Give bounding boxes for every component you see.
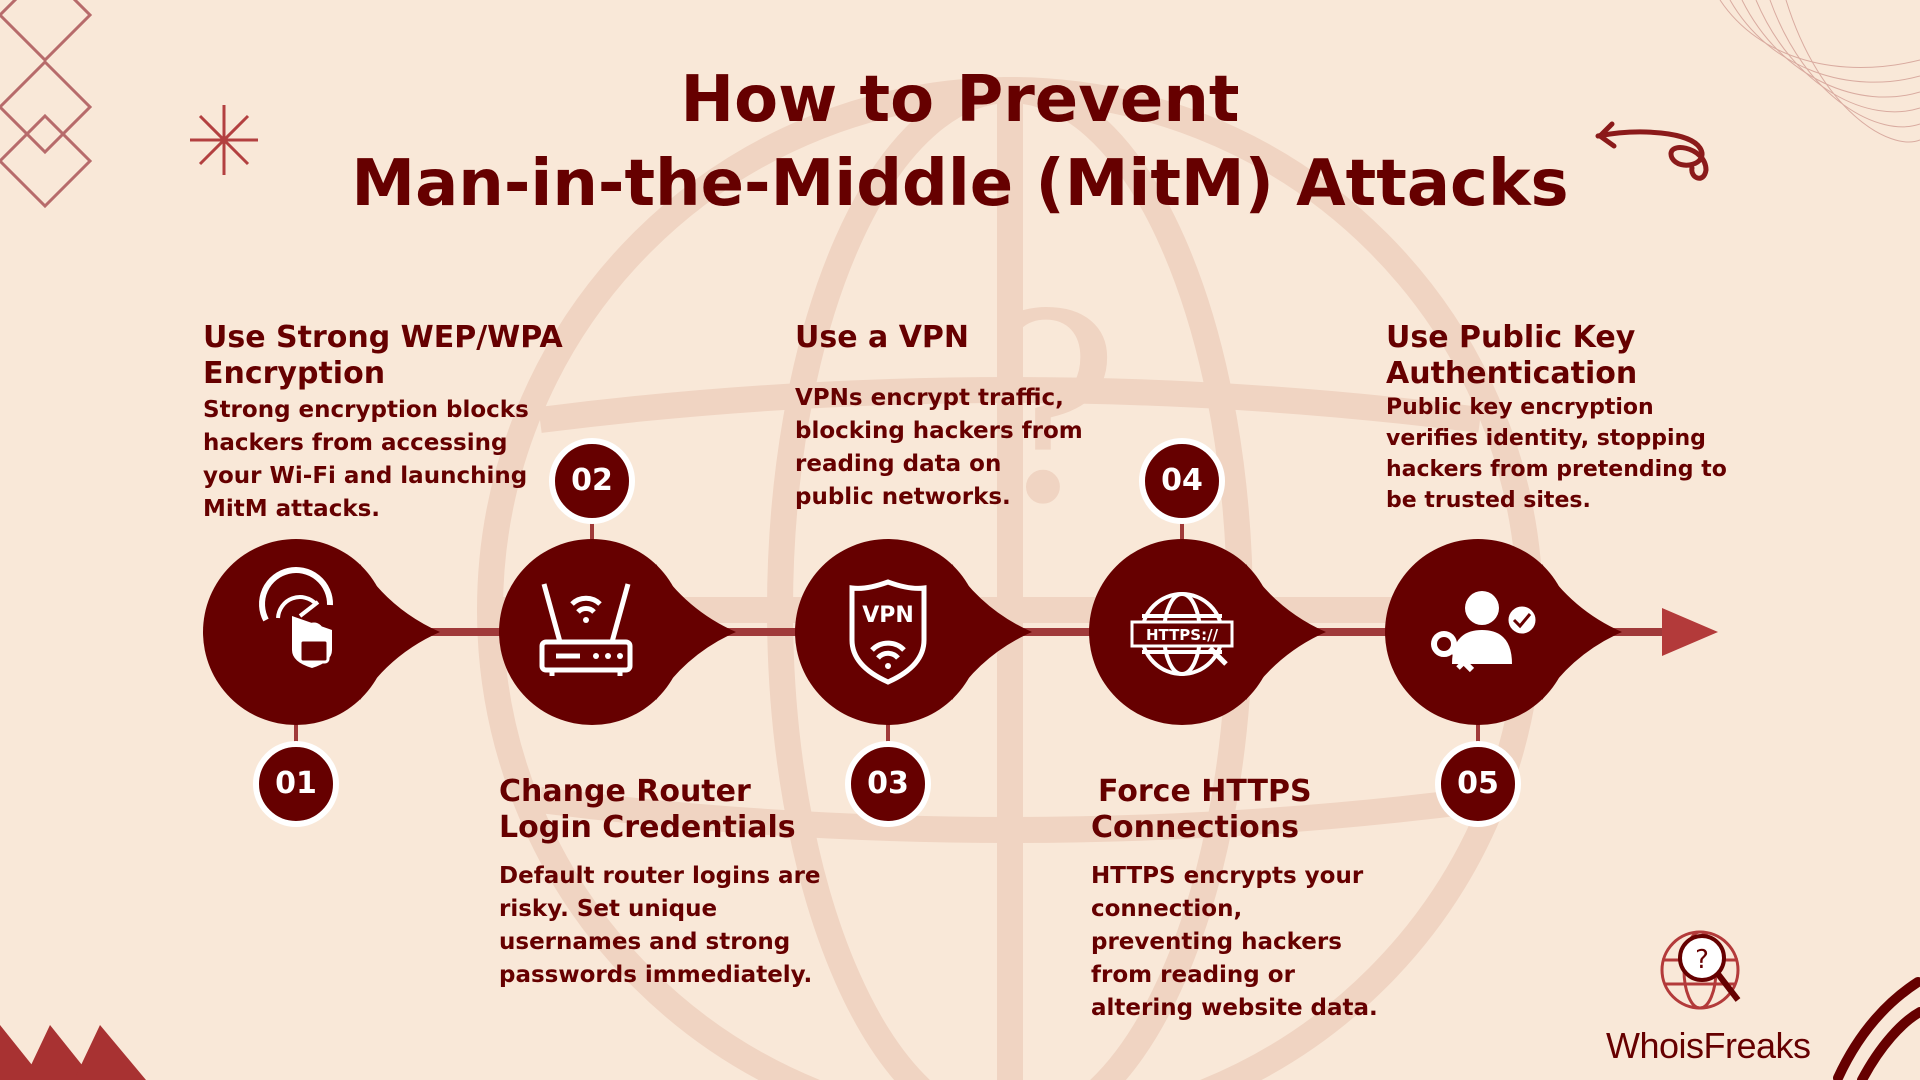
router-icon	[539, 583, 633, 676]
page-title-line-1: How to Prevent	[680, 63, 1240, 137]
step-number-3: 03	[867, 766, 909, 801]
user-key-check-icon	[1431, 591, 1539, 673]
wave-lines-decoration	[1719, 0, 1920, 143]
step-2-title-line-1: Change Router	[499, 774, 751, 809]
step-1-description: Strong encryption blocks hackers from ac…	[203, 397, 529, 522]
number-badges	[253, 438, 1521, 827]
step-2-description: Default router logins are risky. Set uni…	[499, 863, 821, 988]
step-1-title-line-1: Use Strong WEP/WPA	[203, 320, 563, 355]
step-node-5	[1385, 539, 1622, 725]
step-4-title-line-1: Force HTTPS	[1098, 774, 1312, 809]
curly-arrow-decoration	[1595, 121, 1709, 181]
step-4-title-line-2: Connections	[1091, 810, 1299, 845]
vpn-shield-icon	[849, 579, 927, 685]
step-1-title-line-2: Encryption	[203, 356, 386, 391]
step-5-title-line-1: Use Public Key	[1386, 320, 1636, 355]
step-3-title: Use a VPN	[795, 320, 970, 355]
step-node-2	[499, 539, 736, 725]
watermark-question-mark: ?	[980, 260, 1119, 562]
step-number-5: 05	[1457, 766, 1499, 801]
https-icon-text: HTTPS://	[1146, 626, 1219, 644]
step-node-3	[795, 539, 1032, 725]
step-number-1: 01	[275, 766, 317, 801]
page-title-line-2: Man-in-the-Middle (MitM) Attacks	[351, 147, 1569, 221]
diamond-pattern	[0, 0, 93, 209]
step-5-description: Public key encryption verifies identity,…	[1386, 395, 1727, 513]
asterisk-star-decoration	[190, 105, 258, 175]
step-5-title-line-2: Authentication	[1386, 356, 1638, 391]
logo-question-mark: ?	[1695, 945, 1709, 975]
step-3-description: VPNs encrypt traffic, blocking hackers f…	[795, 385, 1083, 510]
step-4-description: HTTPS encrypts your connection, preventi…	[1091, 863, 1378, 1021]
vpn-icon-text: VPN	[862, 603, 914, 628]
brand-name: WhoisFreaks	[1606, 1025, 1811, 1066]
shield-lock-icon	[259, 567, 334, 668]
timeline-arrow-head	[1662, 608, 1718, 656]
step-number-4: 04	[1161, 463, 1203, 498]
triangle-pattern	[0, 1025, 146, 1080]
brush-stroke-decoration	[1833, 977, 1920, 1080]
step-number-2: 02	[571, 463, 613, 498]
globe-magnifier-logo-icon	[1660, 930, 1741, 1010]
step-2-title-line-2: Login Credentials	[499, 810, 796, 845]
https-globe-icon	[1130, 592, 1234, 676]
